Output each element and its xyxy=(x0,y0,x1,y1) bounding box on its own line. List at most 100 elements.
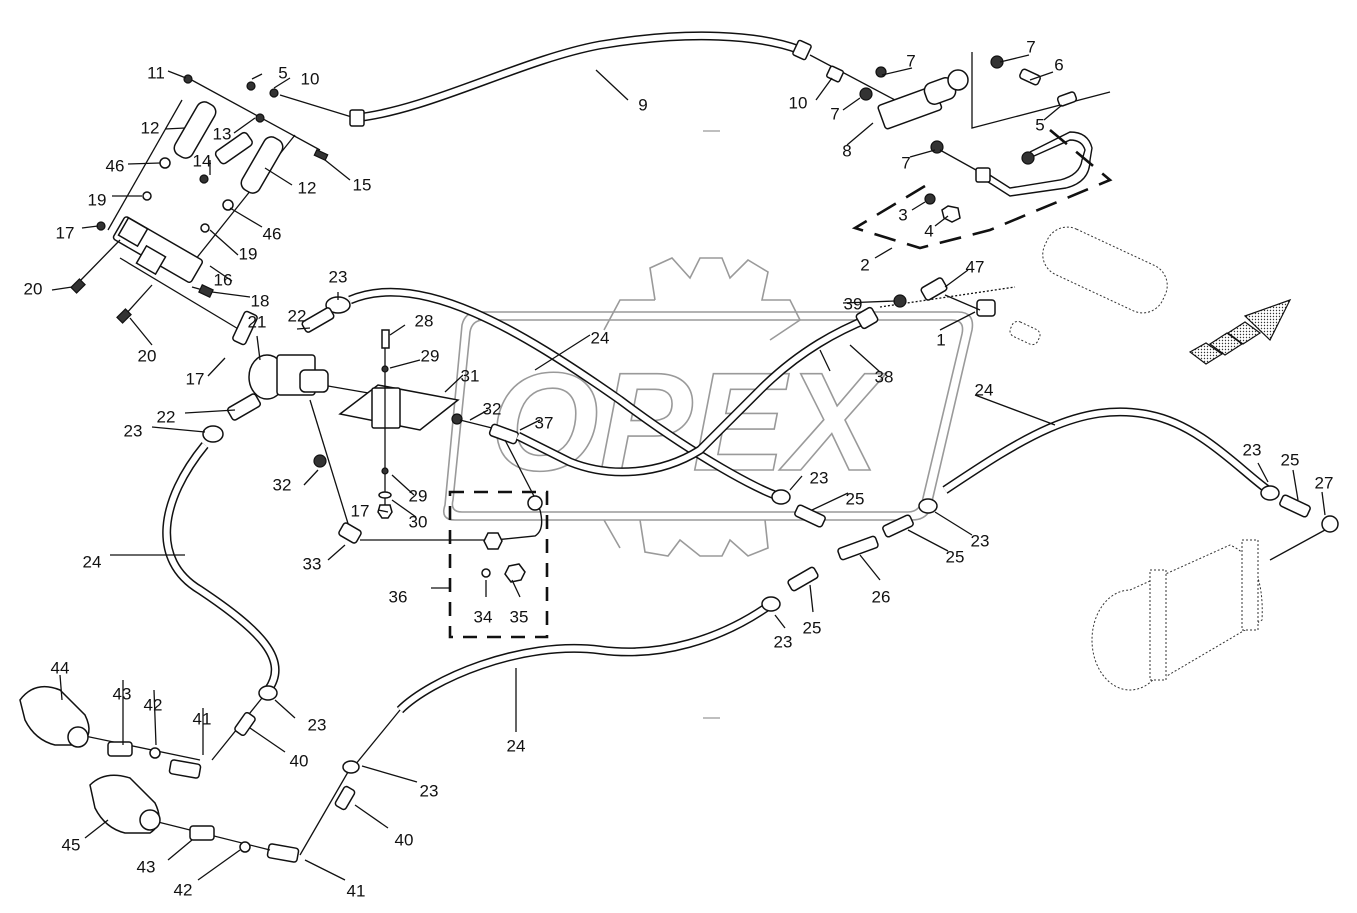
callout-12: 12 xyxy=(298,178,317,197)
callout-23: 23 xyxy=(971,531,990,550)
callout-44: 44 xyxy=(51,658,70,677)
callout-18: 18 xyxy=(251,291,270,310)
callout-7: 7 xyxy=(1026,37,1035,56)
direction-arrow xyxy=(1243,298,1292,341)
callout-40: 40 xyxy=(395,830,414,849)
callout-40: 40 xyxy=(290,751,309,770)
callout-32: 32 xyxy=(273,475,292,494)
callout-23: 23 xyxy=(124,421,143,440)
callout-23: 23 xyxy=(308,715,327,734)
fitting-5 xyxy=(246,81,256,91)
tee-47 xyxy=(920,277,948,301)
callout-43: 43 xyxy=(113,684,132,703)
callout-7: 7 xyxy=(830,104,839,123)
lower-left-lines xyxy=(19,442,781,863)
callout-20: 20 xyxy=(24,279,43,298)
tee-26 xyxy=(837,535,879,561)
callout-25: 25 xyxy=(803,618,822,637)
callout-36: 36 xyxy=(389,587,408,606)
brake-valve-group xyxy=(202,287,879,639)
opex-watermark: OPEX xyxy=(442,257,974,557)
callout-17: 17 xyxy=(186,369,205,388)
callout-7: 7 xyxy=(906,51,915,70)
callout-41: 41 xyxy=(193,709,212,728)
callout-23: 23 xyxy=(329,267,348,286)
callout-27: 27 xyxy=(1315,473,1334,492)
callout-23: 23 xyxy=(1243,440,1262,459)
callout-8: 8 xyxy=(842,141,851,160)
fitting-10 xyxy=(269,88,279,98)
callout-30: 30 xyxy=(409,512,428,531)
nut-11 xyxy=(183,74,193,84)
spring-12-left xyxy=(173,101,217,159)
callout-41: 41 xyxy=(347,881,366,900)
callout-46: 46 xyxy=(263,224,282,243)
callout-23: 23 xyxy=(810,468,829,487)
callout-19: 19 xyxy=(239,244,258,263)
callout-3: 3 xyxy=(898,205,907,224)
callout-5: 5 xyxy=(1035,115,1044,134)
callout-5: 5 xyxy=(278,63,287,82)
watermark-gear xyxy=(603,257,802,557)
callout-37: 37 xyxy=(535,413,554,432)
spring-12-right xyxy=(240,136,284,194)
callout-17: 17 xyxy=(56,223,75,242)
callout-10: 10 xyxy=(789,93,808,112)
fitting-27 xyxy=(1321,515,1339,533)
callout-24: 24 xyxy=(83,552,102,571)
callout-23: 23 xyxy=(420,781,439,800)
callout-42: 42 xyxy=(144,695,163,714)
callout-38: 38 xyxy=(875,367,894,386)
callout-15: 15 xyxy=(353,175,372,194)
callout-13: 13 xyxy=(213,124,232,143)
valve-assembly xyxy=(826,52,1113,250)
callout-19: 19 xyxy=(88,190,107,209)
callout-21: 21 xyxy=(248,312,267,331)
callout-46: 46 xyxy=(106,156,125,175)
callout-4: 4 xyxy=(924,221,933,240)
watermark-frame-inner xyxy=(451,319,964,513)
callout-47: 47 xyxy=(966,257,985,276)
callout-25: 25 xyxy=(946,547,965,566)
callout-29: 29 xyxy=(421,346,440,365)
callout-28: 28 xyxy=(415,311,434,330)
right-lines xyxy=(771,407,1339,691)
callout-42: 42 xyxy=(174,880,193,899)
callout-7: 7 xyxy=(901,153,910,172)
callout-22: 22 xyxy=(288,306,307,325)
callout-43: 43 xyxy=(137,857,156,876)
callout-12: 12 xyxy=(141,118,160,137)
callout-14: 14 xyxy=(193,151,212,170)
callout-11: 11 xyxy=(147,63,165,82)
pin-13 xyxy=(214,131,253,165)
callout-9: 9 xyxy=(638,95,647,114)
callout-33: 33 xyxy=(303,554,322,573)
callout-24: 24 xyxy=(591,328,610,347)
callout-23: 23 xyxy=(774,632,793,651)
callout-39: 39 xyxy=(844,294,863,313)
fitting-10b xyxy=(826,65,844,83)
callout-labels: 1234556777789101011121213141516171717181… xyxy=(24,37,1334,900)
callout-29: 29 xyxy=(409,486,428,505)
callout-32: 32 xyxy=(483,399,502,418)
callout-24: 24 xyxy=(507,736,526,755)
callout-10: 10 xyxy=(301,69,320,88)
watermark-frame xyxy=(442,311,974,521)
callout-35: 35 xyxy=(510,607,529,626)
pedal-linkage-group xyxy=(70,74,329,331)
watermark-text: OPEX xyxy=(490,343,887,500)
callout-2: 2 xyxy=(860,255,869,274)
brake-actuator xyxy=(1042,226,1168,314)
actuator-group xyxy=(879,226,1292,365)
callout-22: 22 xyxy=(157,407,176,426)
callout-16: 16 xyxy=(214,270,233,289)
callout-1: 1 xyxy=(936,330,945,349)
callout-17: 17 xyxy=(351,501,370,520)
callout-25: 25 xyxy=(846,489,865,508)
leader-lines xyxy=(51,54,1326,881)
callout-26: 26 xyxy=(872,587,891,606)
hose-9 xyxy=(279,31,896,127)
callout-31: 31 xyxy=(461,366,480,385)
fitting-1 xyxy=(976,299,996,317)
